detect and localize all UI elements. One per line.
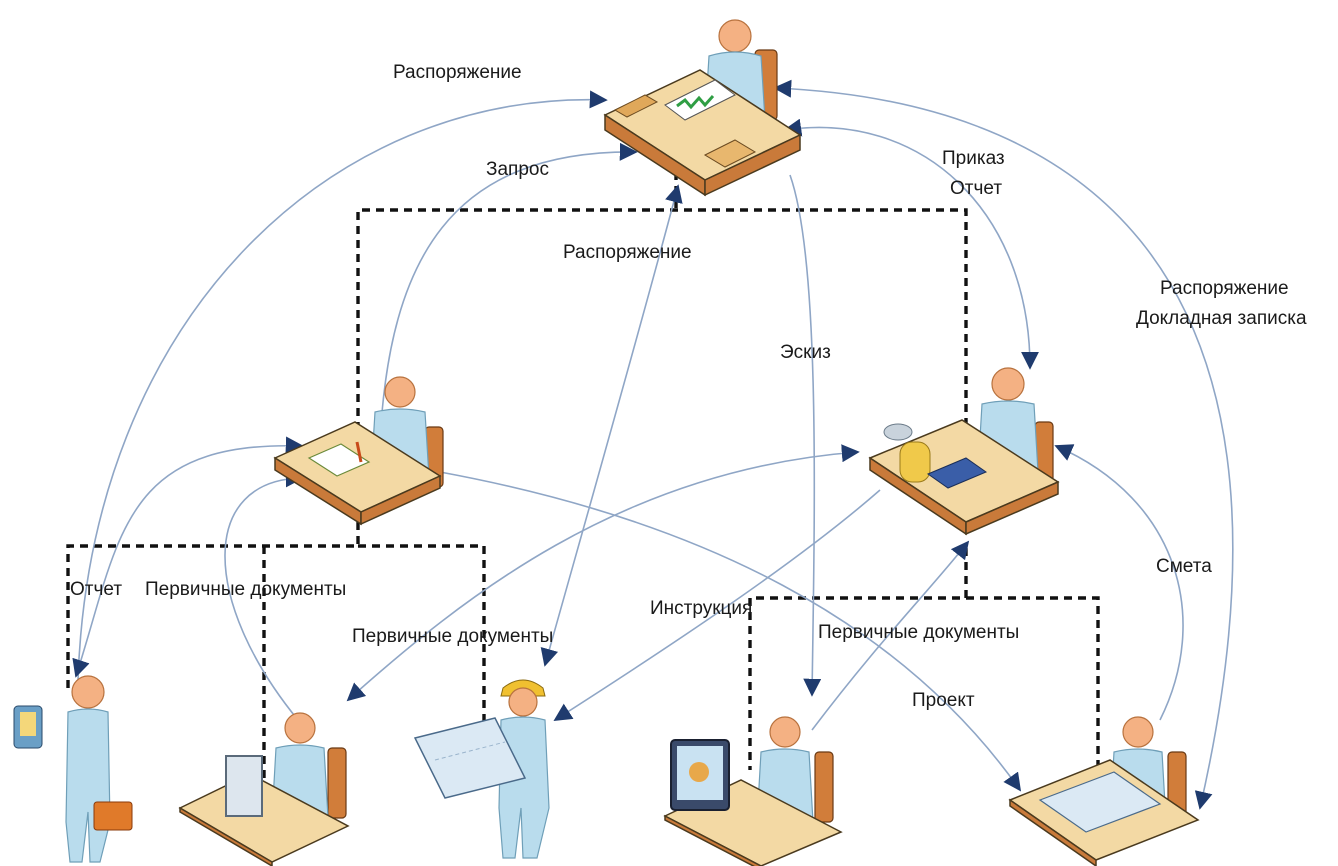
operator-desk-icon	[178, 712, 350, 866]
label-sketch: Эскиз	[780, 342, 831, 363]
engineer-desk-icon	[1008, 716, 1200, 866]
manager-desk-icon	[603, 19, 802, 197]
arrow-instruction-to-builder	[553, 489, 881, 721]
label-order-report-1: Приказ	[942, 148, 1005, 169]
label-right-order-2: Докладная записка	[1136, 308, 1307, 329]
label-primary-docs-right: Первичные документы	[818, 622, 1019, 643]
label-order-report-2: Отчет	[950, 178, 1002, 199]
salesman-icon	[13, 675, 133, 863]
arrow-request-to-manager	[379, 142, 638, 441]
label-instruction: Инструкция	[650, 598, 752, 619]
label-primary-docs-center: Первичные документы	[352, 626, 553, 647]
label-request: Запрос	[486, 159, 549, 180]
arrow-primary-docs-to-accountant	[346, 444, 860, 702]
arrow-estimate-to-accountant	[1054, 444, 1184, 721]
arrow-memo	[773, 79, 1234, 810]
arrow-primary-docs-designer	[811, 540, 970, 731]
arrow-clerk-to-engineer	[439, 471, 1022, 792]
designer-desk-icon	[663, 716, 843, 866]
label-top-order: Распоряжение	[393, 62, 522, 83]
arrow-primary-docs-to-clerk	[224, 469, 304, 721]
builder-icon	[413, 679, 550, 859]
label-center-order: Распоряжение	[563, 242, 692, 263]
label-project: Проект	[912, 690, 975, 711]
label-right-order-1: Распоряжение	[1160, 278, 1289, 299]
label-report: Отчет	[70, 579, 122, 600]
label-primary-docs-left: Первичные документы	[145, 579, 346, 600]
clerk-desk-icon	[273, 376, 444, 526]
flow-arrows	[72, 79, 1234, 810]
label-estimate: Смета	[1156, 556, 1212, 577]
accountant-desk-icon	[868, 367, 1060, 536]
arrow-sketch-to-designer	[789, 174, 822, 697]
flow-labels: Распоряжение Запрос Распоряжение Приказ …	[70, 62, 1307, 711]
arrow-report-to-clerk	[72, 436, 304, 678]
